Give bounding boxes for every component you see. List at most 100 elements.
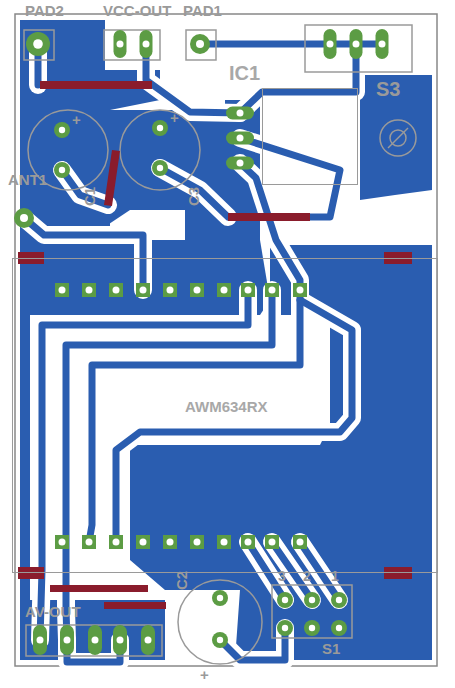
pad [226, 157, 254, 170]
pad [14, 208, 34, 228]
pad-hole [217, 637, 223, 643]
pad-hole [86, 539, 93, 546]
pad-hole [64, 637, 71, 644]
pad-hole [379, 41, 386, 48]
pad [82, 535, 96, 549]
pad [293, 283, 307, 297]
module-outline: AWM634RX [12, 258, 438, 573]
pad-hole [237, 135, 244, 142]
pad-hole [59, 287, 66, 294]
pad-hole [221, 539, 228, 546]
pad [113, 625, 127, 655]
pad-hole [282, 625, 288, 631]
copper-traces [24, 44, 382, 662]
pad-hole [33, 39, 43, 49]
copper-trace [62, 170, 108, 205]
pad [190, 535, 204, 549]
pad-hole [194, 539, 201, 546]
pad-hole [282, 597, 288, 603]
pad [152, 160, 168, 176]
trace-clearance [220, 628, 285, 660]
pad [331, 620, 347, 636]
pad-hole [245, 539, 252, 546]
part-name: C2 [174, 571, 189, 590]
pin-number: 2 [303, 569, 311, 583]
polarity-mark: + [72, 112, 81, 127]
pad-hole [59, 127, 65, 133]
pad [265, 535, 279, 549]
ic-outline: IC1 [262, 88, 358, 185]
pad [190, 283, 204, 297]
pad-hole [92, 637, 99, 644]
copper-trace [240, 138, 340, 217]
copper-trace [240, 163, 300, 290]
pad [293, 535, 307, 549]
pad-hole [86, 287, 93, 294]
pad [212, 632, 228, 648]
pad [140, 30, 153, 58]
connector-label: VCC-OUT [103, 3, 171, 18]
pad-hole [297, 539, 304, 546]
pad-hole [113, 287, 120, 294]
pad-hole [309, 625, 315, 631]
pin-number: 1 [331, 569, 339, 583]
pad [331, 592, 347, 608]
pad-hole [297, 287, 304, 294]
copper-trace [160, 168, 228, 217]
pad [55, 283, 69, 297]
copper-trace [116, 300, 352, 542]
pad [324, 29, 337, 59]
part-name: C1 [82, 187, 97, 206]
jumper-wires [18, 81, 412, 609]
pad [114, 30, 127, 58]
pad-hole [167, 539, 174, 546]
pad-hole [157, 165, 163, 171]
copper-trace [200, 41, 382, 48]
polarity-mark: + [200, 667, 209, 682]
pad [60, 625, 74, 655]
pad [241, 283, 255, 297]
pad [241, 535, 255, 549]
module-name: AWM634RX [185, 399, 268, 414]
trace-clearance [62, 170, 108, 205]
trace-clearance [160, 168, 228, 217]
pad-hole [245, 287, 252, 294]
copper-trace [220, 628, 285, 660]
polarity-mark: + [170, 110, 179, 125]
pad [82, 283, 96, 297]
pad [350, 29, 363, 59]
pad-hole [336, 597, 342, 603]
pad [54, 162, 70, 178]
pad-hole [59, 539, 66, 546]
pad [136, 535, 150, 549]
part-name: ANT1 [8, 172, 47, 187]
pad [163, 283, 177, 297]
copper-pour [20, 20, 432, 660]
pad-label: PAD2 [25, 3, 64, 18]
pad-hole [113, 539, 120, 546]
pad [217, 283, 231, 297]
pad [33, 625, 47, 655]
pad-hole [269, 287, 276, 294]
board-outline [15, 14, 437, 666]
pad-hole [140, 287, 147, 294]
component-pads [14, 29, 389, 655]
pad-hole [194, 287, 201, 294]
pad-hole [196, 40, 204, 48]
trace-clearance [24, 44, 382, 662]
pad-hole [237, 160, 244, 167]
pad [304, 592, 320, 608]
trace-clearance [116, 300, 352, 542]
pad [26, 32, 50, 56]
pad [54, 122, 70, 138]
pad [376, 29, 389, 59]
pad-hole [217, 595, 223, 601]
pad-hole [309, 597, 315, 603]
pad-hole [143, 41, 150, 48]
pad [136, 283, 150, 297]
pad [265, 283, 279, 297]
pad-hole [140, 539, 147, 546]
pad-hole [327, 41, 334, 48]
pad-hole [221, 287, 228, 294]
